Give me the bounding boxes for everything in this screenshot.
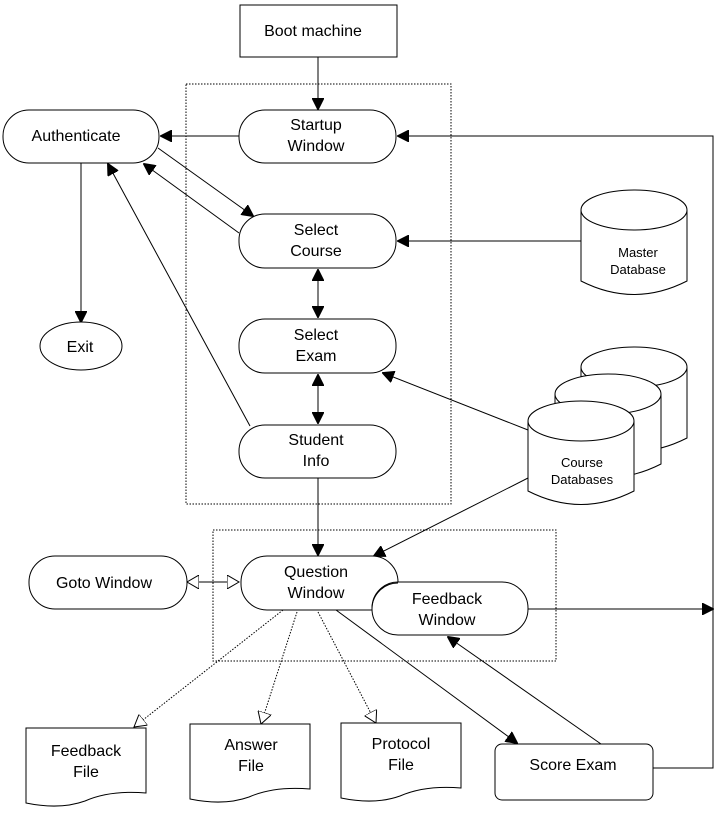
node-label: Info (303, 453, 330, 470)
node-score-exam[interactable]: Score Exam (494, 743, 654, 801)
node-label: File (388, 757, 414, 774)
node-student-info[interactable]: Student Info (238, 424, 397, 479)
edge-question-to-protocol-file (317, 611, 376, 723)
node-label: Answer (224, 737, 278, 754)
node-startup-window[interactable]: Startup Window (238, 109, 397, 164)
node-master-database[interactable]: Master Database (580, 189, 688, 295)
node-label: Student (288, 432, 344, 449)
node-label: Exam (296, 348, 337, 365)
node-label: Window (288, 585, 345, 602)
node-label: Startup (290, 117, 342, 134)
edge-score-exam-to-feedback-window (448, 637, 602, 745)
node-label: Databases (551, 472, 614, 487)
node-label: Boot machine (264, 23, 362, 40)
node-label: Feedback (51, 743, 122, 760)
node-label: Database (610, 262, 666, 277)
node-label: Course (561, 455, 603, 470)
node-label: File (73, 764, 99, 781)
node-label: Window (288, 138, 345, 155)
node-label: Feedback (412, 591, 483, 608)
node-label: Course (290, 243, 342, 260)
node-question-window[interactable]: Question Window (240, 555, 399, 611)
edge-authenticate-to-select-course (157, 147, 253, 216)
edge-course-db-to-select-exam (383, 373, 529, 431)
node-label: Authenticate (32, 128, 121, 145)
database-cylinder-front (527, 400, 635, 505)
node-feedback-window[interactable]: Feedback Window (371, 581, 529, 636)
edge-course-db-to-question (374, 477, 529, 556)
node-authenticate[interactable]: Authenticate (2, 109, 160, 164)
node-label: Select (294, 327, 339, 344)
edge-question-to-answer-file (261, 611, 298, 724)
node-label: Exit (67, 339, 94, 356)
edge-score-exam-to-startup (398, 136, 714, 769)
node-label: Score Exam (529, 757, 616, 774)
edge-select-course-to-authenticate (144, 164, 240, 234)
node-select-course[interactable]: Select Course (238, 213, 397, 269)
edge-question-to-feedback-file (134, 609, 284, 727)
node-label: Question (284, 564, 348, 581)
node-label: Goto Window (56, 575, 152, 592)
node-feedback-file[interactable]: Feedback File (25, 727, 147, 807)
node-exit[interactable]: Exit (39, 321, 123, 371)
node-boot-machine[interactable]: Boot machine (239, 4, 398, 58)
node-course-databases[interactable]: Course Databases (527, 346, 688, 505)
exam-group-box (212, 529, 557, 662)
node-label: File (238, 758, 264, 775)
node-select-exam[interactable]: Select Exam (238, 318, 397, 374)
node-label: Window (419, 612, 476, 629)
node-label: Select (294, 222, 339, 239)
node-label: Protocol (372, 736, 431, 753)
question-window-overlap-outline (371, 582, 399, 610)
node-label: Master (618, 245, 658, 260)
node-answer-file[interactable]: Answer File (189, 723, 311, 803)
node-protocol-file[interactable]: Protocol File (340, 722, 462, 802)
node-goto-window[interactable]: Goto Window (28, 555, 188, 610)
edge-question-to-score-exam (335, 609, 517, 743)
edge-student-info-to-authenticate (108, 164, 251, 427)
